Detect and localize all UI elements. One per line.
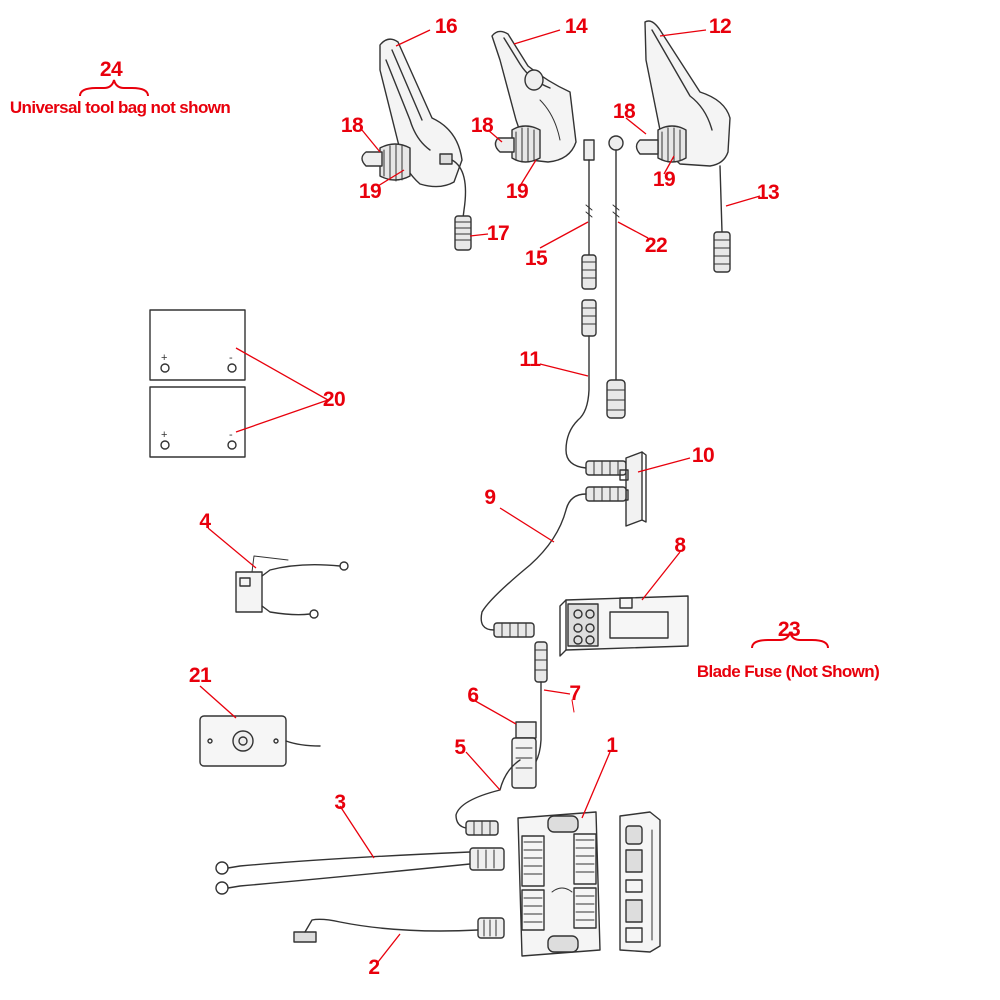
callout-10: 10 <box>691 444 715 467</box>
callout-5: 5 <box>454 736 466 759</box>
mounting-bracket-10 <box>620 452 646 526</box>
switch-box-21 <box>200 716 320 766</box>
cable-2 <box>294 918 504 942</box>
interface-box-6 <box>512 722 536 788</box>
callout-15: 15 <box>524 247 548 270</box>
callout-6: 6 <box>467 684 479 707</box>
callout-21: 21 <box>188 664 212 687</box>
circuit-breaker-4 <box>236 556 348 618</box>
callout-4: 4 <box>199 510 211 533</box>
callout-16: 16 <box>434 15 458 38</box>
note-tool-bag: Universal tool bag not shown <box>9 98 231 117</box>
callout-12: 12 <box>708 15 732 38</box>
callout-11: 11 <box>519 348 541 371</box>
battery-plus-symbol: + <box>161 352 167 364</box>
callout-1: 1 <box>606 734 618 757</box>
callout-18c: 18 <box>612 100 636 123</box>
callout-18b: 18 <box>470 114 494 137</box>
callout-22: 22 <box>644 234 668 257</box>
battery-plus-symbol: + <box>161 429 167 441</box>
cable-7 <box>530 642 574 770</box>
callout-13: 13 <box>756 181 780 204</box>
callout-23: 23 <box>777 618 801 641</box>
callout-18a: 18 <box>340 114 364 137</box>
callout-7: 7 <box>569 682 581 705</box>
cable-22 <box>607 136 625 418</box>
power-controller-1 <box>518 812 660 956</box>
callout-3: 3 <box>334 791 346 814</box>
callout-20: 20 <box>322 388 346 411</box>
note-blade-fuse: Blade Fuse (Not Shown) <box>696 662 880 681</box>
callout-2: 2 <box>368 956 380 979</box>
callout-9: 9 <box>484 486 496 509</box>
battery-minus-symbol: - <box>229 352 233 364</box>
joystick-controller-12 <box>637 21 731 272</box>
battery-cable-3 <box>216 848 504 894</box>
callout-24: 24 <box>99 58 123 81</box>
joystick-controller-16 <box>362 39 471 250</box>
cable-9 <box>481 487 626 637</box>
joystick-controller-14 <box>492 31 576 162</box>
callout-19a: 19 <box>358 180 382 203</box>
callout-17: 17 <box>486 222 510 245</box>
control-module-8 <box>560 596 688 656</box>
leader-lines <box>199 29 761 963</box>
battery-minus-symbol: - <box>229 429 233 441</box>
battery-pack-20 <box>150 310 245 457</box>
cable-15 <box>582 140 596 289</box>
callout-14: 14 <box>564 15 588 38</box>
note-braces <box>79 79 829 649</box>
callout-8: 8 <box>674 534 686 557</box>
callout-19b: 19 <box>505 180 529 203</box>
cable-5 <box>456 760 520 835</box>
callout-19c: 19 <box>652 168 676 191</box>
